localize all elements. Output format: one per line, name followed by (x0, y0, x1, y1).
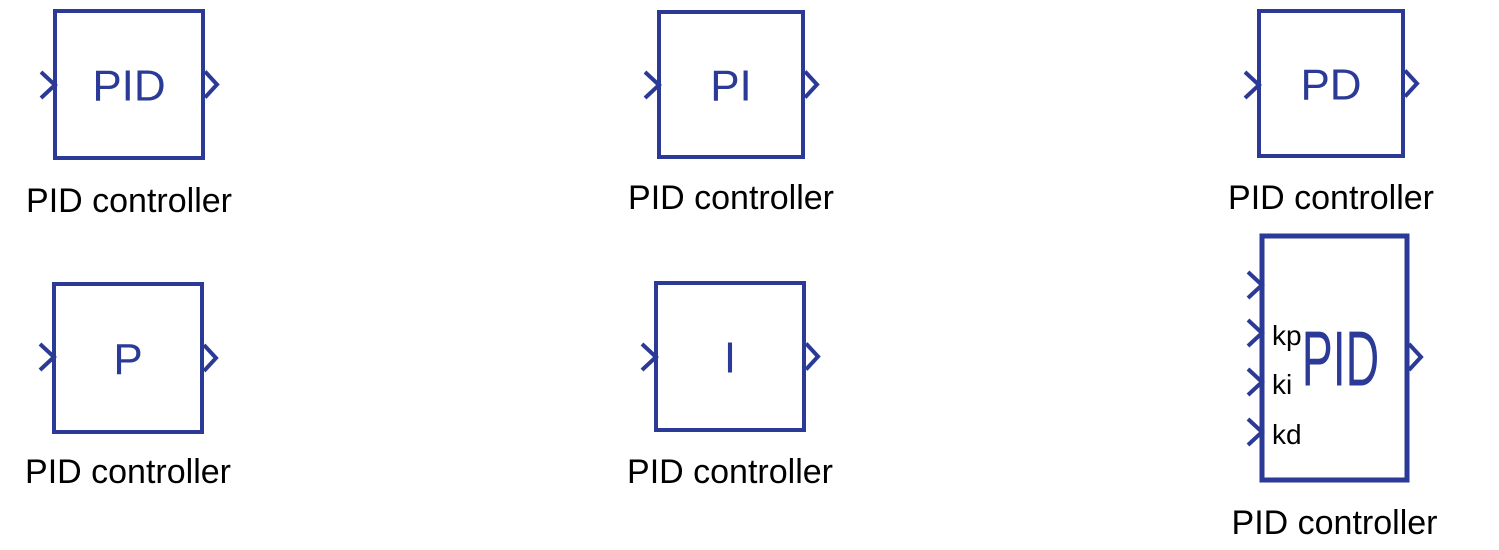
block-p[interactable]: P PID controller (25, 282, 231, 491)
block-i[interactable]: I PID controller (627, 281, 833, 491)
input-port-label-ki: ki (1272, 369, 1292, 400)
output-port-icon[interactable] (1403, 69, 1420, 98)
block-caption: PID controller (1232, 504, 1438, 542)
output-port-icon[interactable] (1407, 342, 1424, 372)
block-frame (657, 10, 805, 159)
block-frame (1257, 9, 1405, 158)
block-caption: PID controller (628, 179, 834, 217)
input-port-label-kd: kd (1272, 419, 1302, 450)
output-port-icon[interactable] (202, 343, 219, 373)
block-caption: PID controller (627, 453, 833, 491)
input-port-icon[interactable] (1246, 318, 1265, 348)
block-caption: PID controller (25, 453, 231, 491)
block-frame (1259, 233, 1410, 483)
block-label: P (113, 335, 142, 384)
input-port-icon[interactable] (39, 70, 58, 100)
output-port-icon[interactable] (203, 70, 220, 99)
block-label: PID (1302, 315, 1380, 402)
block-caption: PID controller (1228, 179, 1434, 217)
block-label: I (724, 333, 736, 382)
block-frame (52, 282, 204, 434)
output-port-icon[interactable] (803, 70, 820, 99)
input-port-icon[interactable] (1243, 70, 1262, 100)
input-port-icon[interactable] (640, 342, 659, 372)
block-caption: PID controller (26, 182, 232, 220)
block-pi[interactable]: PI PID controller (628, 10, 834, 217)
block-label: PID (92, 61, 165, 110)
input-port-icon[interactable] (1246, 367, 1265, 397)
block-label: PI (710, 61, 752, 110)
block-pd[interactable]: PD PID controller (1228, 9, 1434, 217)
input-port-icon[interactable] (38, 342, 57, 372)
output-port-icon[interactable] (804, 342, 821, 371)
block-frame (654, 281, 806, 432)
block-label: PD (1300, 60, 1361, 109)
input-port-label-kp: kp (1272, 320, 1302, 351)
input-port-icon[interactable] (1246, 270, 1265, 300)
input-port-icon[interactable] (643, 70, 662, 100)
input-port-icon[interactable] (1246, 417, 1265, 447)
block-pid[interactable]: PID PID controller (26, 9, 232, 220)
